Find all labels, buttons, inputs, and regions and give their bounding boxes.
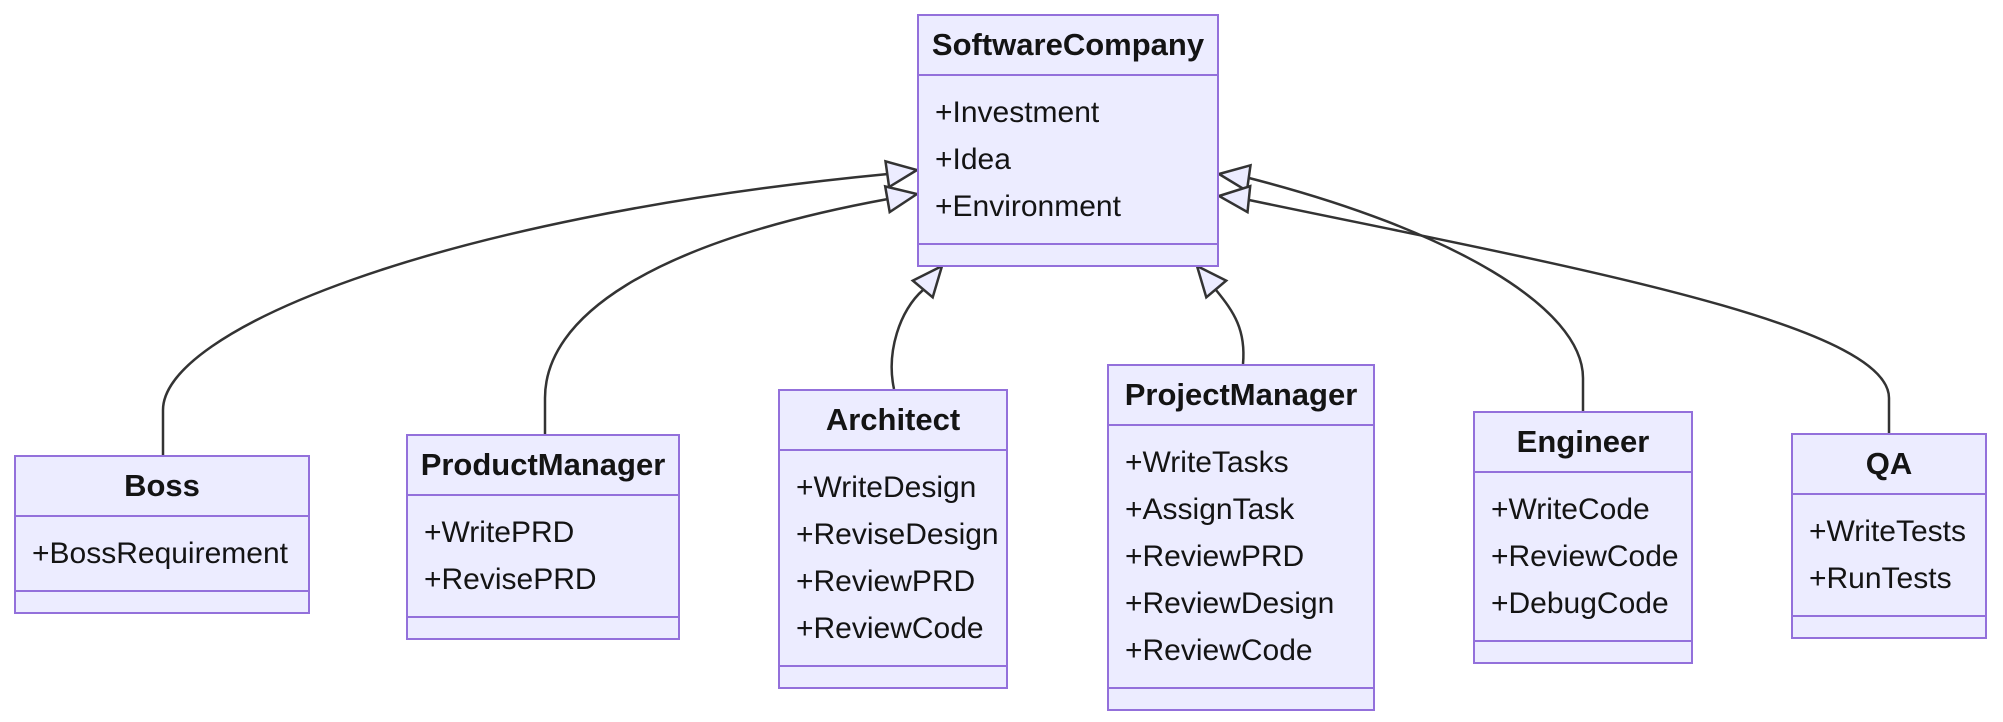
class-member: +Environment	[935, 190, 1121, 223]
class-engineer-methods-empty	[1475, 642, 1691, 662]
class-member: +ReviseDesign	[796, 518, 999, 551]
class-member: +WriteTasks	[1125, 446, 1289, 479]
class-member: +WriteDesign	[796, 471, 977, 504]
class-softwarecompany-members: +Investment +Idea +Environment	[919, 76, 1217, 245]
inheritance-arrowhead-icon	[1215, 184, 1252, 215]
class-member: +ReviewCode	[1125, 634, 1313, 667]
inheritance-arrowhead-icon	[1215, 163, 1253, 194]
class-architect: Architect +WriteDesign +ReviseDesign +Re…	[778, 389, 1008, 689]
edge-architect-to-softwarecompany	[890, 263, 945, 390]
inheritance-arrowhead-icon	[1194, 263, 1229, 300]
class-projectmanager-members: +WriteTasks +AssignTask +ReviewPRD +Revi…	[1109, 426, 1373, 689]
class-member: +ReviewCode	[1491, 540, 1679, 573]
class-member: +WriteCode	[1491, 493, 1650, 526]
class-productmanager: ProductManager +WritePRD +RevisePRD	[406, 434, 680, 640]
inheritance-arrowhead-icon	[883, 159, 921, 190]
class-member: +WriteTests	[1809, 515, 1966, 548]
class-softwarecompany-methods-empty	[919, 245, 1217, 265]
class-member: +ReviewDesign	[1125, 587, 1335, 620]
class-boss: Boss +BossRequirement	[14, 455, 310, 614]
class-productmanager-members: +WritePRD +RevisePRD	[408, 496, 678, 618]
class-boss-title: Boss	[16, 457, 308, 517]
class-productmanager-title: ProductManager	[408, 436, 678, 496]
class-boss-methods-empty	[16, 592, 308, 612]
class-member: +Idea	[935, 143, 1011, 176]
class-qa: QA +WriteTests +RunTests	[1791, 433, 1987, 639]
class-member: +BossRequirement	[32, 537, 288, 570]
class-productmanager-methods-empty	[408, 618, 678, 638]
class-member: +ReviewPRD	[796, 565, 976, 598]
edge-projectmanager-to-softwarecompany	[1194, 263, 1245, 365]
class-member: +WritePRD	[424, 516, 575, 549]
class-member: +RevisePRD	[424, 563, 597, 596]
edge-productmanager-to-softwarecompany	[543, 184, 921, 434]
class-member: +DebugCode	[1491, 587, 1669, 620]
class-member: +AssignTask	[1125, 493, 1295, 526]
class-boss-members: +BossRequirement	[16, 517, 308, 592]
edge-qa-to-softwarecompany	[1215, 184, 1891, 433]
class-architect-title: Architect	[780, 391, 1006, 451]
class-engineer: Engineer +WriteCode +ReviewCode +DebugCo…	[1473, 411, 1693, 664]
class-architect-methods-empty	[780, 667, 1006, 687]
class-projectmanager: ProjectManager +WriteTasks +AssignTask +…	[1107, 364, 1375, 711]
class-projectmanager-methods-empty	[1109, 689, 1373, 709]
class-engineer-members: +WriteCode +ReviewCode +DebugCode	[1475, 473, 1691, 642]
class-member: +ReviewPRD	[1125, 540, 1305, 573]
class-engineer-title: Engineer	[1475, 413, 1691, 473]
edge-engineer-to-softwarecompany	[1215, 163, 1585, 411]
class-member: +ReviewCode	[796, 612, 984, 645]
class-softwarecompany: SoftwareCompany +Investment +Idea +Envir…	[917, 14, 1219, 267]
inheritance-arrowhead-icon	[883, 184, 921, 215]
class-projectmanager-title: ProjectManager	[1109, 366, 1373, 426]
class-qa-members: +WriteTests +RunTests	[1793, 495, 1985, 617]
inheritance-arrowhead-icon	[910, 263, 945, 300]
class-member: +RunTests	[1809, 562, 1952, 595]
class-qa-methods-empty	[1793, 617, 1985, 637]
class-architect-members: +WriteDesign +ReviseDesign +ReviewPRD +R…	[780, 451, 1006, 667]
class-member: +Investment	[935, 96, 1100, 129]
class-qa-title: QA	[1793, 435, 1985, 495]
edge-boss-to-softwarecompany	[161, 159, 921, 455]
class-softwarecompany-title: SoftwareCompany	[919, 16, 1217, 76]
